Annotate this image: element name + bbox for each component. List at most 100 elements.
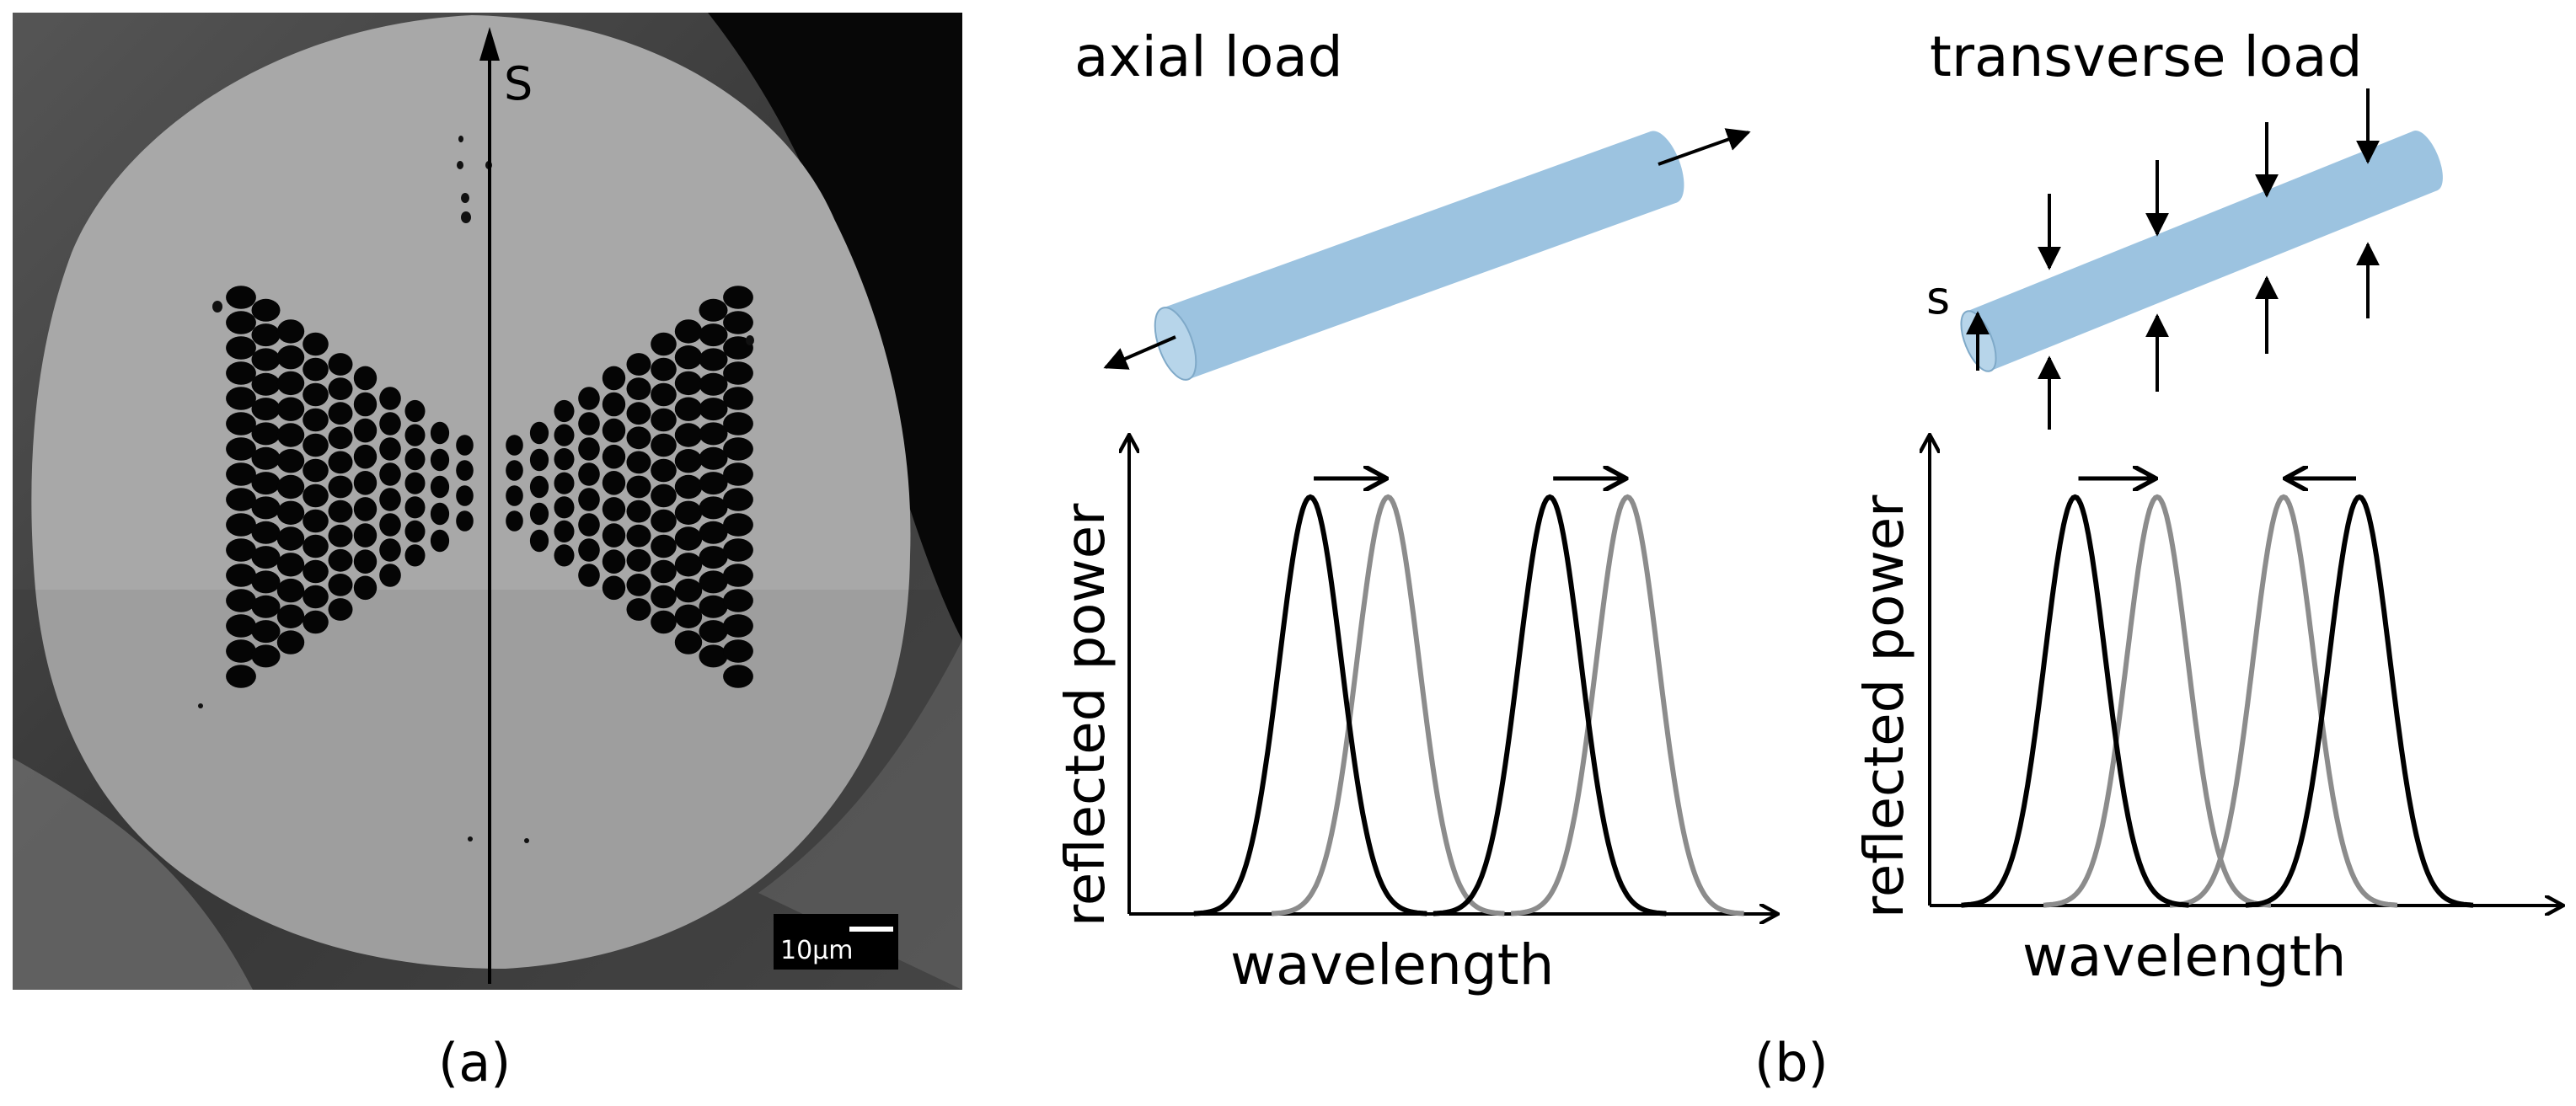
air-hole [353,366,378,391]
air-hole [723,361,753,385]
black-peak [1433,494,1667,916]
air-hole [602,523,626,548]
air-hole [723,639,753,663]
air-hole [699,595,728,618]
air-hole [353,418,378,443]
air-hole [554,399,575,423]
air-hole [626,475,651,499]
air-hole [251,644,281,668]
panel-a-caption: (a) [438,1032,511,1093]
air-hole [226,639,256,663]
s-axis-arrowhead [479,27,500,61]
air-hole [651,382,677,407]
air-hole [328,402,353,425]
gray-peak [2169,494,2398,908]
air-hole [554,544,575,567]
air-hole [456,435,474,456]
air-hole [602,549,626,574]
air-hole [456,485,474,506]
air-hole [251,372,281,396]
air-hole [651,357,677,382]
air-hole [506,485,523,506]
air-hole [303,433,329,457]
transverse-spectrum-curves [1961,494,2474,908]
air-hole [554,448,575,471]
axial-fiber-near-end [1154,307,1197,381]
air-hole [529,475,549,499]
air-hole [578,488,600,511]
micrograph-right-haze [758,640,962,990]
air-hole [578,538,600,562]
air-hole [353,444,378,469]
air-hole [379,513,401,537]
air-hole [529,448,549,472]
air-hole [226,437,256,461]
axial-xlabel: wavelength [1230,932,1554,997]
transverse-xlabel: wavelength [2022,924,2346,989]
air-hole [328,377,353,400]
air-hole [651,610,677,634]
air-hole [276,345,305,370]
air-hole [353,497,378,521]
air-hole [226,462,256,486]
air-hole [353,523,378,548]
air-hole [651,559,677,584]
air-hole [626,426,651,450]
air-hole [723,311,753,334]
air-hole [430,421,450,445]
air-hole [626,500,651,523]
air-hole [379,462,401,486]
air-hole [353,575,378,601]
air-hole [276,553,305,577]
air-hole [651,408,677,432]
air-hole [723,286,753,309]
air-hole [303,357,329,382]
transverse-load-arrows-bottom [2038,242,2380,430]
air-hole [529,529,549,553]
air-hole [699,348,728,371]
transverse-s-label: s [1926,271,1950,324]
air-hole [303,585,329,609]
gray-peak [2043,494,2272,908]
air-hole [226,311,256,334]
air-hole [602,418,626,443]
air-hole [626,548,651,572]
air-hole [379,488,401,511]
air-hole [328,598,353,621]
air-hole [554,424,575,446]
air-hole [723,614,753,638]
air-hole [506,435,523,456]
air-hole [626,353,651,376]
air-hole [506,460,523,481]
transverse-ylabel: reflected power [1854,494,1916,918]
air-hole [226,336,256,360]
air-hole [699,570,728,594]
scale-bar-box [774,914,898,970]
air-hole [674,500,703,525]
air-hole [251,398,281,421]
axial-load-diagram: axial load reflected power wavelength [1055,24,1776,997]
micrograph-dark-corner [708,13,962,640]
air-hole [723,488,753,511]
transverse-load-arrows-top [2038,88,2380,270]
air-hole [626,402,651,425]
air-hole [699,398,728,421]
air-hole [404,448,426,471]
air-hole [602,575,626,601]
air-hole [226,538,256,562]
axial-tension-arrow-right [1658,128,1751,166]
air-hole [578,437,600,461]
air-hole [303,509,329,533]
air-hole [674,371,703,396]
axial-fiber-body [1162,131,1677,380]
air-hole [303,382,329,407]
air-hole [578,564,600,587]
axial-spectrum-curves [1193,494,1744,916]
air-hole [303,458,329,483]
air-hole [723,564,753,587]
air-hole [674,526,703,551]
air-hole [651,509,677,533]
air-hole [226,665,256,688]
air-hole [699,620,728,644]
air-hole [699,496,728,520]
